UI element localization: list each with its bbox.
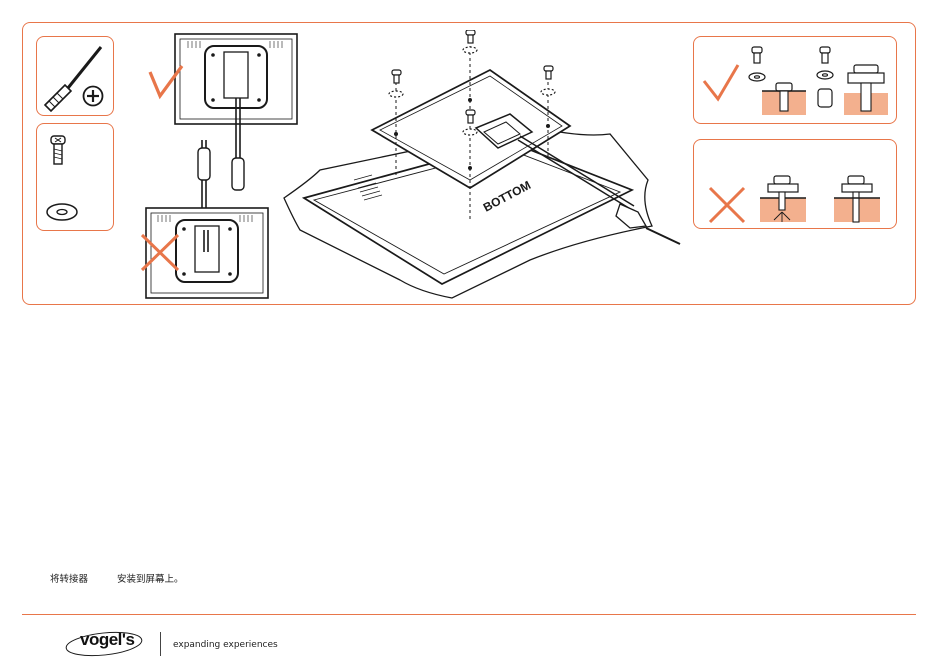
cross-icon bbox=[710, 188, 744, 222]
check-icon bbox=[704, 65, 738, 99]
footer-divider bbox=[22, 614, 916, 615]
logo-divider bbox=[160, 632, 161, 656]
tv-mounting-illustration: BOTTOM bbox=[280, 30, 690, 305]
screw-icon bbox=[51, 136, 65, 164]
correct-screw-usage bbox=[693, 36, 897, 124]
incorrect-screw-usage bbox=[693, 139, 897, 229]
brand-name: vogel's bbox=[80, 630, 134, 650]
parts-box bbox=[36, 123, 114, 231]
phillips-plus-icon bbox=[84, 87, 103, 106]
washer-icon bbox=[47, 204, 77, 220]
instruction-part1: 将转接器 bbox=[50, 571, 88, 585]
tool-box bbox=[36, 36, 114, 116]
instruction-part2: 安装到屏幕上。 bbox=[117, 571, 184, 585]
brand-tagline: expanding experiences bbox=[173, 640, 278, 650]
adapter-orientation-illustration bbox=[120, 30, 300, 300]
